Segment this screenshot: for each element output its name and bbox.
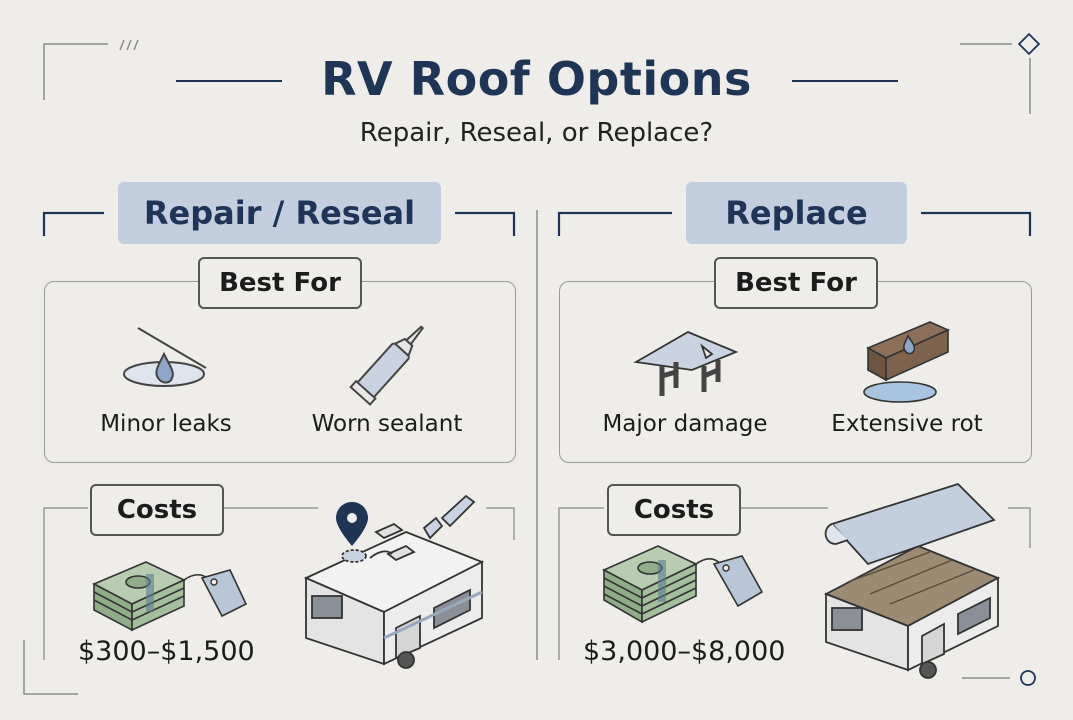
left-price: $300–$1,500	[78, 636, 255, 667]
worn-sealant-label: Worn sealant	[311, 411, 463, 437]
page-subtitle: Repair, Reseal, or Replace?	[359, 118, 714, 148]
broken-roof-icon	[633, 330, 739, 396]
leak-drop-icon	[123, 327, 207, 387]
right-best-for-tag: Best For	[714, 257, 878, 309]
rotted-wood-icon	[863, 321, 950, 403]
left-costs-tag: Costs	[90, 484, 224, 536]
right-costs-tag: Costs	[607, 484, 741, 536]
right-price: $3,000–$8,000	[583, 636, 786, 667]
rv-replace-roof-icon	[823, 482, 1001, 679]
extensive-rot-label: Extensive rot	[831, 411, 983, 437]
page-title: RV Roof Options	[321, 52, 752, 106]
sealant-tube-icon	[349, 325, 425, 406]
replace-heading: Replace	[686, 182, 907, 244]
left-best-for-tag: Best For	[198, 257, 362, 309]
minor-leaks-label: Minor leaks	[100, 411, 232, 437]
money-stack-icon	[602, 545, 764, 624]
repair-reseal-heading: Repair / Reseal	[118, 182, 441, 244]
rv-reseal-icon	[303, 494, 485, 669]
money-stack-icon	[92, 561, 248, 632]
major-damage-label: Major damage	[602, 411, 768, 437]
